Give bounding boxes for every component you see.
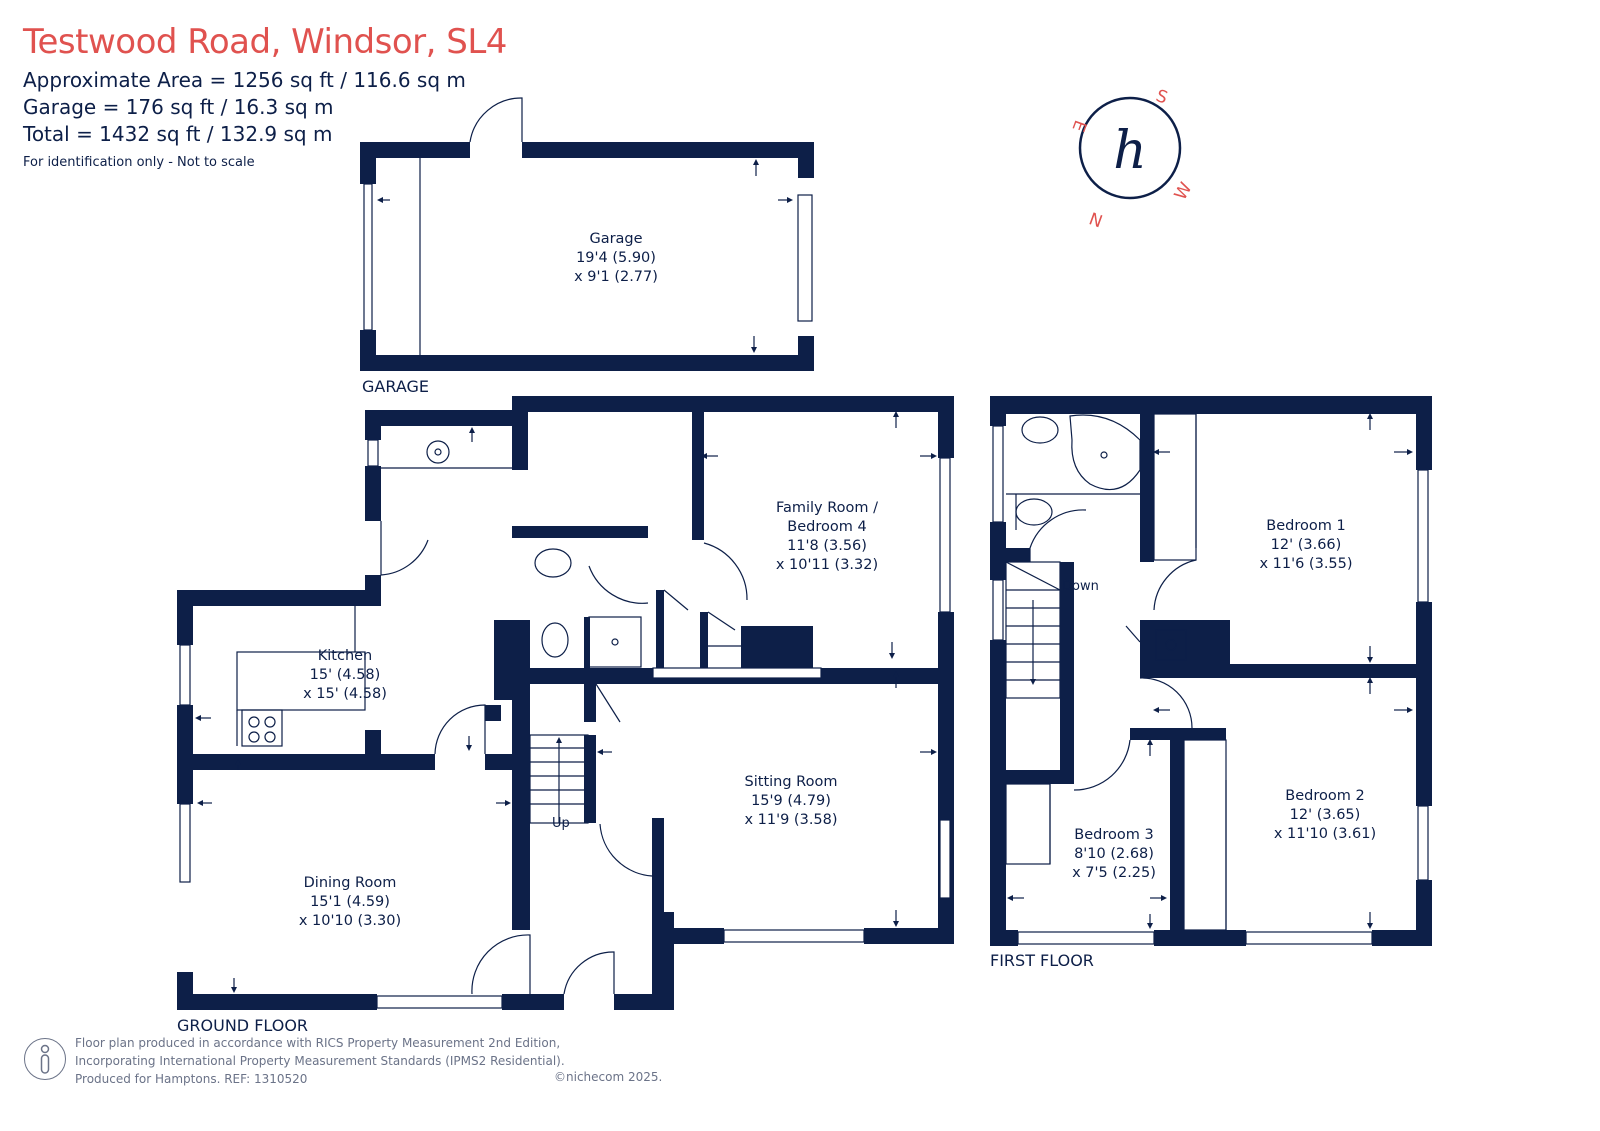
compass-ring bbox=[1078, 96, 1182, 200]
bedroom-3-dim-2: x 7'5 (2.25) bbox=[1072, 865, 1156, 881]
family-room-dim-1: 11'8 (3.56) bbox=[787, 538, 867, 554]
dining-name: Dining Room bbox=[304, 875, 397, 891]
copyright: ©nichecom 2025. bbox=[554, 1070, 663, 1084]
compass-letter-w: W bbox=[1171, 179, 1197, 204]
garage-plan: Garage 19'4 (5.90) x 9'1 (2.77) GARAGE bbox=[360, 97, 814, 396]
garage-dim-2: x 9'1 (2.77) bbox=[574, 269, 658, 285]
scale-note: For identification only - Not to scale bbox=[23, 155, 255, 170]
total-area: Total = 1432 sq ft / 132.9 sq m bbox=[23, 122, 333, 146]
bedroom-1-dim-1: 12' (3.66) bbox=[1271, 537, 1342, 553]
ground-floor-label: GROUND FLOOR bbox=[177, 1016, 308, 1035]
approximate-area: Approximate Area = 1256 sq ft / 116.6 sq… bbox=[23, 68, 466, 92]
kitchen-dim-2: x 15' (4.58) bbox=[303, 686, 387, 702]
compass-letter-n: N bbox=[1087, 207, 1106, 230]
footer-line-1: Floor plan produced in accordance with R… bbox=[75, 1036, 561, 1050]
compass-letter-e: E bbox=[1067, 117, 1089, 134]
family-room-name-2: Bedroom 4 bbox=[787, 519, 866, 535]
footer-line-3: Produced for Hamptons. REF: 1310520 bbox=[75, 1072, 308, 1086]
bedroom-2-dim-1: 12' (3.65) bbox=[1290, 807, 1361, 823]
ground-floor-plan: Kitchen 15' (4.58) x 15' (4.58) Dining R… bbox=[177, 396, 954, 1035]
bedroom-2-dim-2: x 11'10 (3.61) bbox=[1274, 826, 1376, 842]
garage-name: Garage bbox=[589, 231, 642, 247]
page-title: Testwood Road, Windsor, SL4 bbox=[23, 22, 507, 62]
stairs-up-label: Up bbox=[552, 816, 570, 831]
compass: h S W N E bbox=[1067, 86, 1196, 230]
bedroom-1-name: Bedroom 1 bbox=[1266, 518, 1345, 534]
garage-dim-1: 19'4 (5.90) bbox=[576, 250, 656, 266]
bedroom-2-name: Bedroom 2 bbox=[1285, 788, 1364, 804]
bedroom-3-name: Bedroom 3 bbox=[1074, 827, 1153, 843]
footer-notes: Floor plan produced in accordance with R… bbox=[75, 1034, 565, 1088]
footer-line-2: Incorporating International Property Mea… bbox=[75, 1054, 565, 1068]
first-floor-label: FIRST FLOOR bbox=[990, 951, 1094, 970]
bedroom-3-dim-1: 8'10 (2.68) bbox=[1074, 846, 1154, 862]
sitting-room-name: Sitting Room bbox=[745, 774, 838, 790]
family-room-name: Family Room / bbox=[776, 500, 878, 516]
bedroom-1-dim-2: x 11'6 (3.55) bbox=[1259, 556, 1352, 572]
garage-label: GARAGE bbox=[362, 377, 429, 396]
dining-dim-1: 15'1 (4.59) bbox=[310, 894, 390, 910]
first-floor-plan: Down Bedroom 1 12' (3.66) x 11'6 (3.55) bbox=[990, 396, 1432, 970]
compass-letter-s: S bbox=[1153, 86, 1170, 108]
kitchen-name: Kitchen bbox=[318, 648, 373, 664]
dining-dim-2: x 10'10 (3.30) bbox=[299, 913, 401, 929]
sitting-room-dim-2: x 11'9 (3.58) bbox=[744, 812, 837, 828]
info-person-icon bbox=[24, 1038, 66, 1080]
kitchen-dim-1: 15' (4.58) bbox=[310, 667, 381, 683]
stairs-down-label: Down bbox=[1062, 579, 1099, 594]
brand-logo: h bbox=[1113, 121, 1147, 181]
garage-area: Garage = 176 sq ft / 16.3 sq m bbox=[23, 95, 334, 119]
family-room-dim-2: x 10'11 (3.32) bbox=[776, 557, 878, 573]
sitting-room-dim-1: 15'9 (4.79) bbox=[751, 793, 831, 809]
